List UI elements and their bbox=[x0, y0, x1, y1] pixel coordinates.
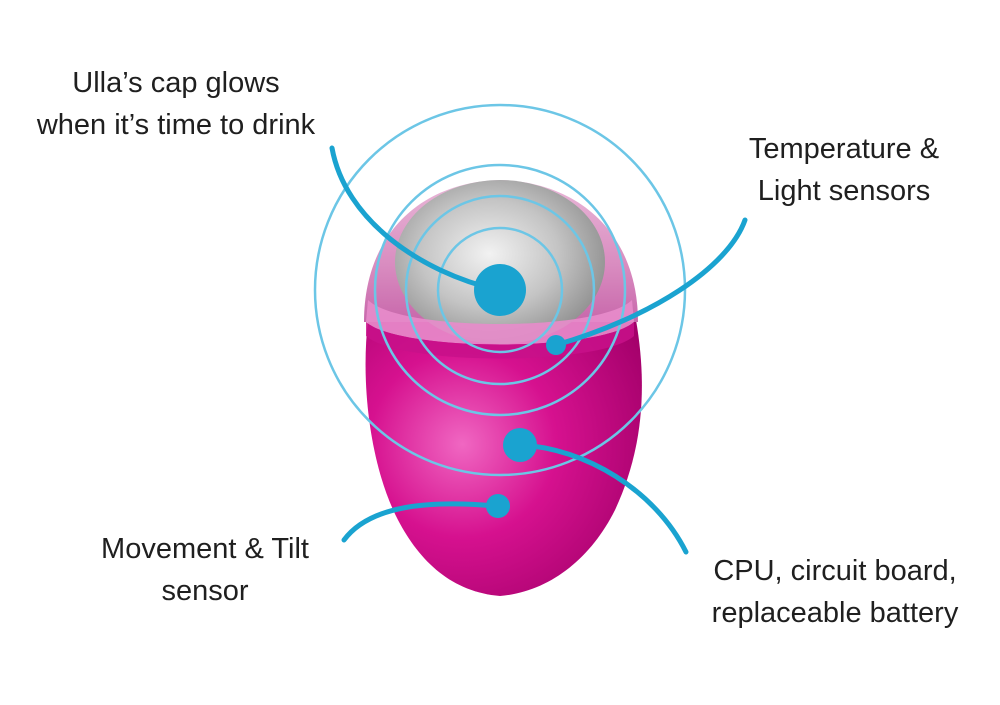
cap-metal bbox=[395, 180, 605, 344]
glow-rings bbox=[313, 103, 687, 477]
glow-ring bbox=[404, 194, 596, 386]
cpu-callout-dot bbox=[503, 428, 537, 462]
glow-ring bbox=[313, 103, 687, 477]
temperature-callout-line bbox=[553, 217, 748, 348]
cap-glow-label-line2: when it’s time to drink bbox=[36, 109, 316, 141]
glow-ring bbox=[436, 226, 564, 354]
temperature-label-line1: Temperature & bbox=[748, 133, 940, 165]
device-body bbox=[365, 320, 642, 596]
temperature-label-line2: Light sensors bbox=[757, 175, 931, 207]
movement-callout-dot bbox=[486, 494, 510, 518]
cpu-battery-label: CPU, circuit board, replaceable battery bbox=[680, 550, 990, 634]
movement-callout-line bbox=[341, 501, 499, 543]
cap-callout-line bbox=[329, 145, 501, 293]
cap-glow-label: Ulla’s cap glows when it’s time to drink bbox=[0, 62, 352, 146]
temperature-callout-dot bbox=[546, 335, 566, 355]
cap-ring-shade bbox=[366, 322, 634, 359]
callout-lines bbox=[329, 145, 748, 555]
cap-ring bbox=[366, 300, 634, 345]
callout-dots bbox=[474, 264, 566, 518]
cpu-label-line2: replaceable battery bbox=[711, 597, 959, 629]
movement-label-line2: sensor bbox=[161, 575, 249, 607]
cap-callout-dot bbox=[474, 264, 526, 316]
glow-ring bbox=[373, 163, 627, 417]
cap-glow-label-line1: Ulla’s cap glows bbox=[72, 67, 280, 99]
temperature-light-sensors-label: Temperature & Light sensors bbox=[716, 128, 972, 212]
cpu-callout-line bbox=[517, 442, 689, 555]
movement-label-line1: Movement & Tilt bbox=[101, 533, 309, 565]
movement-tilt-sensor-label: Movement & Tilt sensor bbox=[60, 528, 350, 612]
cpu-label-line1: CPU, circuit board, bbox=[713, 555, 957, 587]
